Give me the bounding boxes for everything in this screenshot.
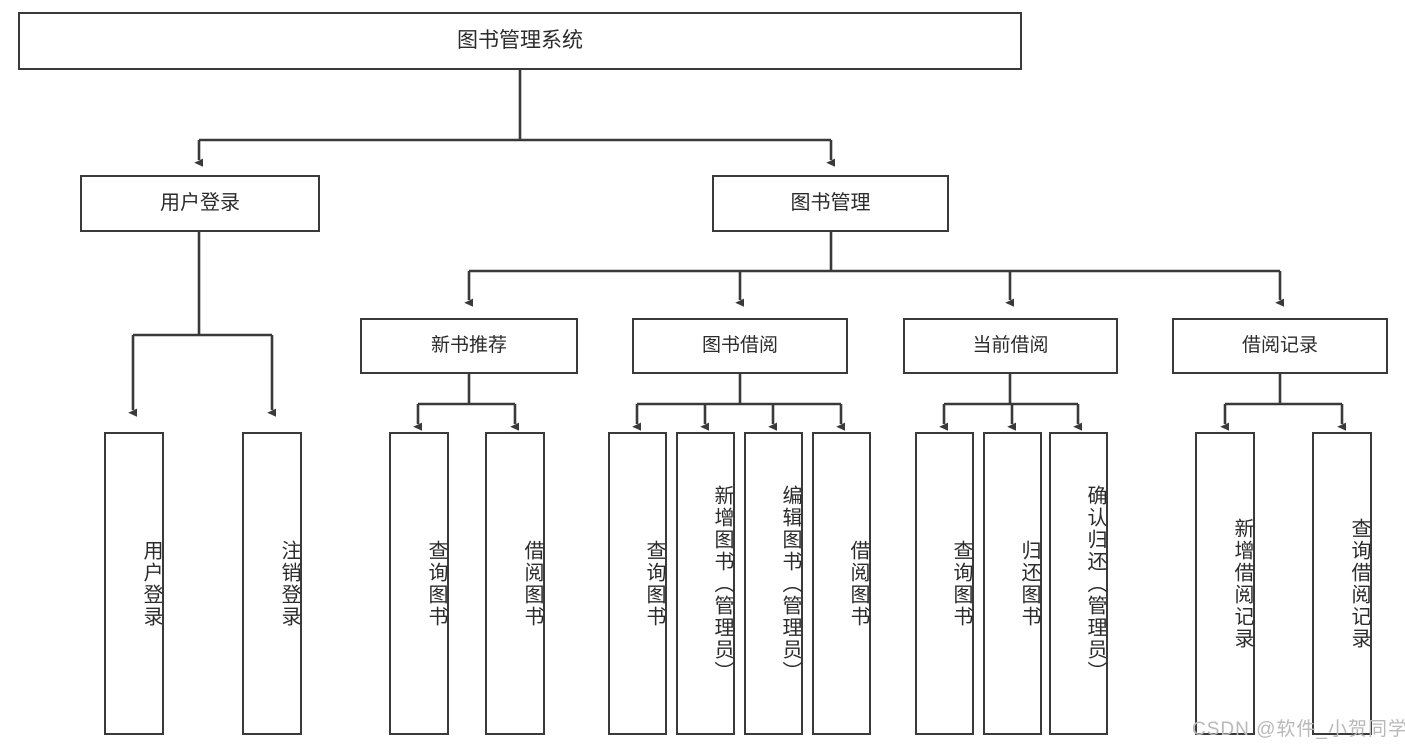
node-label: 借阅记录 <box>1241 335 1318 357</box>
leaf-label: 查询图书 <box>643 539 665 628</box>
leaf-label: 用户登录 <box>140 539 162 628</box>
node-book-borrow[interactable]: 图书借阅 <box>632 318 848 374</box>
leaf-current-confirm-return-admin[interactable]: 确认归还（管理员） <box>1049 432 1108 735</box>
node-user-login[interactable]: 用户登录 <box>80 175 320 232</box>
leaf-current-return-book[interactable]: 归还图书 <box>983 432 1042 735</box>
leaf-recommend-query-book[interactable]: 查询图书 <box>389 432 449 735</box>
leaf-label: 借阅图书 <box>521 539 543 628</box>
node-label: 用户登录 <box>160 192 240 214</box>
leaf-label: 编辑图书（管理员） <box>779 484 801 683</box>
leaf-label: 借阅图书 <box>847 539 869 628</box>
node-book-management[interactable]: 图书管理 <box>712 175 949 232</box>
leaf-borrow-add-book-admin[interactable]: 新增图书（管理员） <box>676 432 735 735</box>
node-borrow-record[interactable]: 借阅记录 <box>1172 318 1388 374</box>
leaf-borrow-query-book[interactable]: 查询图书 <box>608 432 667 735</box>
leaf-borrow-borrow-book[interactable]: 借阅图书 <box>812 432 871 735</box>
leaf-label: 确认归还（管理员） <box>1084 484 1106 683</box>
leaf-label: 查询图书 <box>425 539 447 628</box>
leaf-user-login-logout[interactable]: 注销登录 <box>242 432 302 735</box>
leaf-label: 查询图书 <box>950 539 972 628</box>
node-label: 图书管理系统 <box>457 28 583 52</box>
node-label: 图书借阅 <box>701 335 778 357</box>
node-label: 图书管理 <box>790 192 871 214</box>
leaf-current-query-book[interactable]: 查询图书 <box>915 432 974 735</box>
leaf-label: 归还图书 <box>1018 539 1040 628</box>
leaf-borrow-edit-book-admin[interactable]: 编辑图书（管理员） <box>744 432 803 735</box>
leaf-label: 注销登录 <box>278 539 300 628</box>
node-new-book-recommend[interactable]: 新书推荐 <box>360 318 578 374</box>
node-label: 当前借阅 <box>972 335 1049 357</box>
leaf-record-query-borrow-record[interactable]: 查询借阅记录 <box>1312 432 1372 735</box>
leaf-label: 新增图书（管理员） <box>711 484 733 683</box>
node-label: 新书推荐 <box>430 335 507 357</box>
leaf-user-login-login[interactable]: 用户登录 <box>104 432 164 735</box>
leaf-recommend-borrow-book[interactable]: 借阅图书 <box>485 432 545 735</box>
csdn-watermark: CSDN @软件_小贺同学 <box>1192 719 1405 740</box>
leaf-record-add-borrow-record[interactable]: 新增借阅记录 <box>1195 432 1255 735</box>
leaf-label: 查询借阅记录 <box>1348 517 1370 650</box>
node-root-book-management-system[interactable]: 图书管理系统 <box>18 12 1022 70</box>
node-current-borrow[interactable]: 当前借阅 <box>903 318 1118 374</box>
leaf-label: 新增借阅记录 <box>1231 517 1253 650</box>
